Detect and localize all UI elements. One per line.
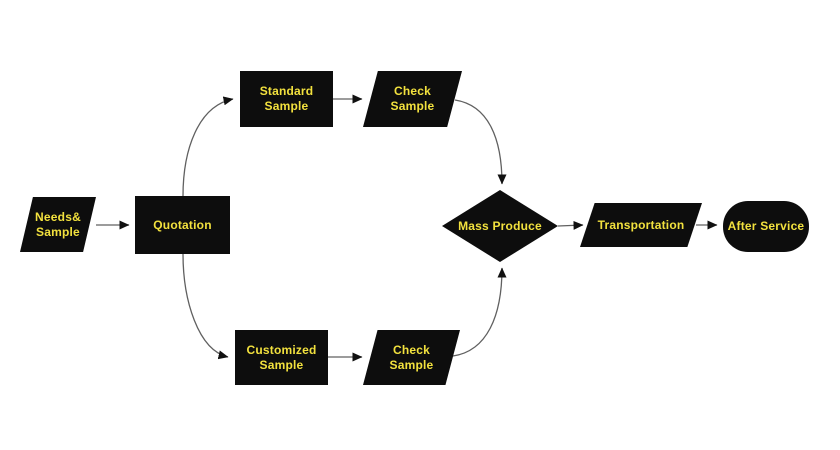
- connector-mass-produce-to-transportation: [557, 220, 584, 230]
- node-customized-sample: Customized Sample: [235, 330, 328, 385]
- node-label: Sample: [264, 99, 309, 113]
- connector-quotation-to-customized-sample: [182, 253, 229, 360]
- node-label: Mass Produce: [458, 218, 542, 233]
- node-label: Standard: [259, 84, 314, 98]
- node-label: Sample: [36, 224, 80, 239]
- node-label: Sample: [259, 357, 304, 372]
- node-check-sample-bottom: Check Sample: [363, 330, 460, 385]
- node-label: Sample: [389, 357, 434, 372]
- node-standard-sample: Standard Sample: [240, 71, 333, 127]
- node-after-service: After Service: [723, 201, 809, 252]
- node-label: Sample: [390, 99, 435, 113]
- node-transportation: Transportation: [580, 203, 702, 247]
- node-label: Check: [393, 84, 432, 98]
- connector-check-sample-bottom-to-mass-produce: [452, 267, 507, 357]
- node-label: Customized: [246, 342, 317, 357]
- node-label: Needs&: [35, 209, 81, 224]
- node-label: Transportation: [597, 217, 685, 232]
- connector-quotation-to-standard-sample: [182, 96, 234, 197]
- node-label: Check: [392, 342, 431, 357]
- node-check-sample-top: Check Sample: [363, 71, 462, 127]
- node-label: Quotation: [153, 217, 212, 232]
- node-label: After Service: [727, 219, 805, 233]
- node-quotation: Quotation: [135, 196, 230, 254]
- node-needs-sample: Needs& Sample: [20, 197, 96, 252]
- connector-check-sample-top-to-mass-produce: [454, 99, 507, 185]
